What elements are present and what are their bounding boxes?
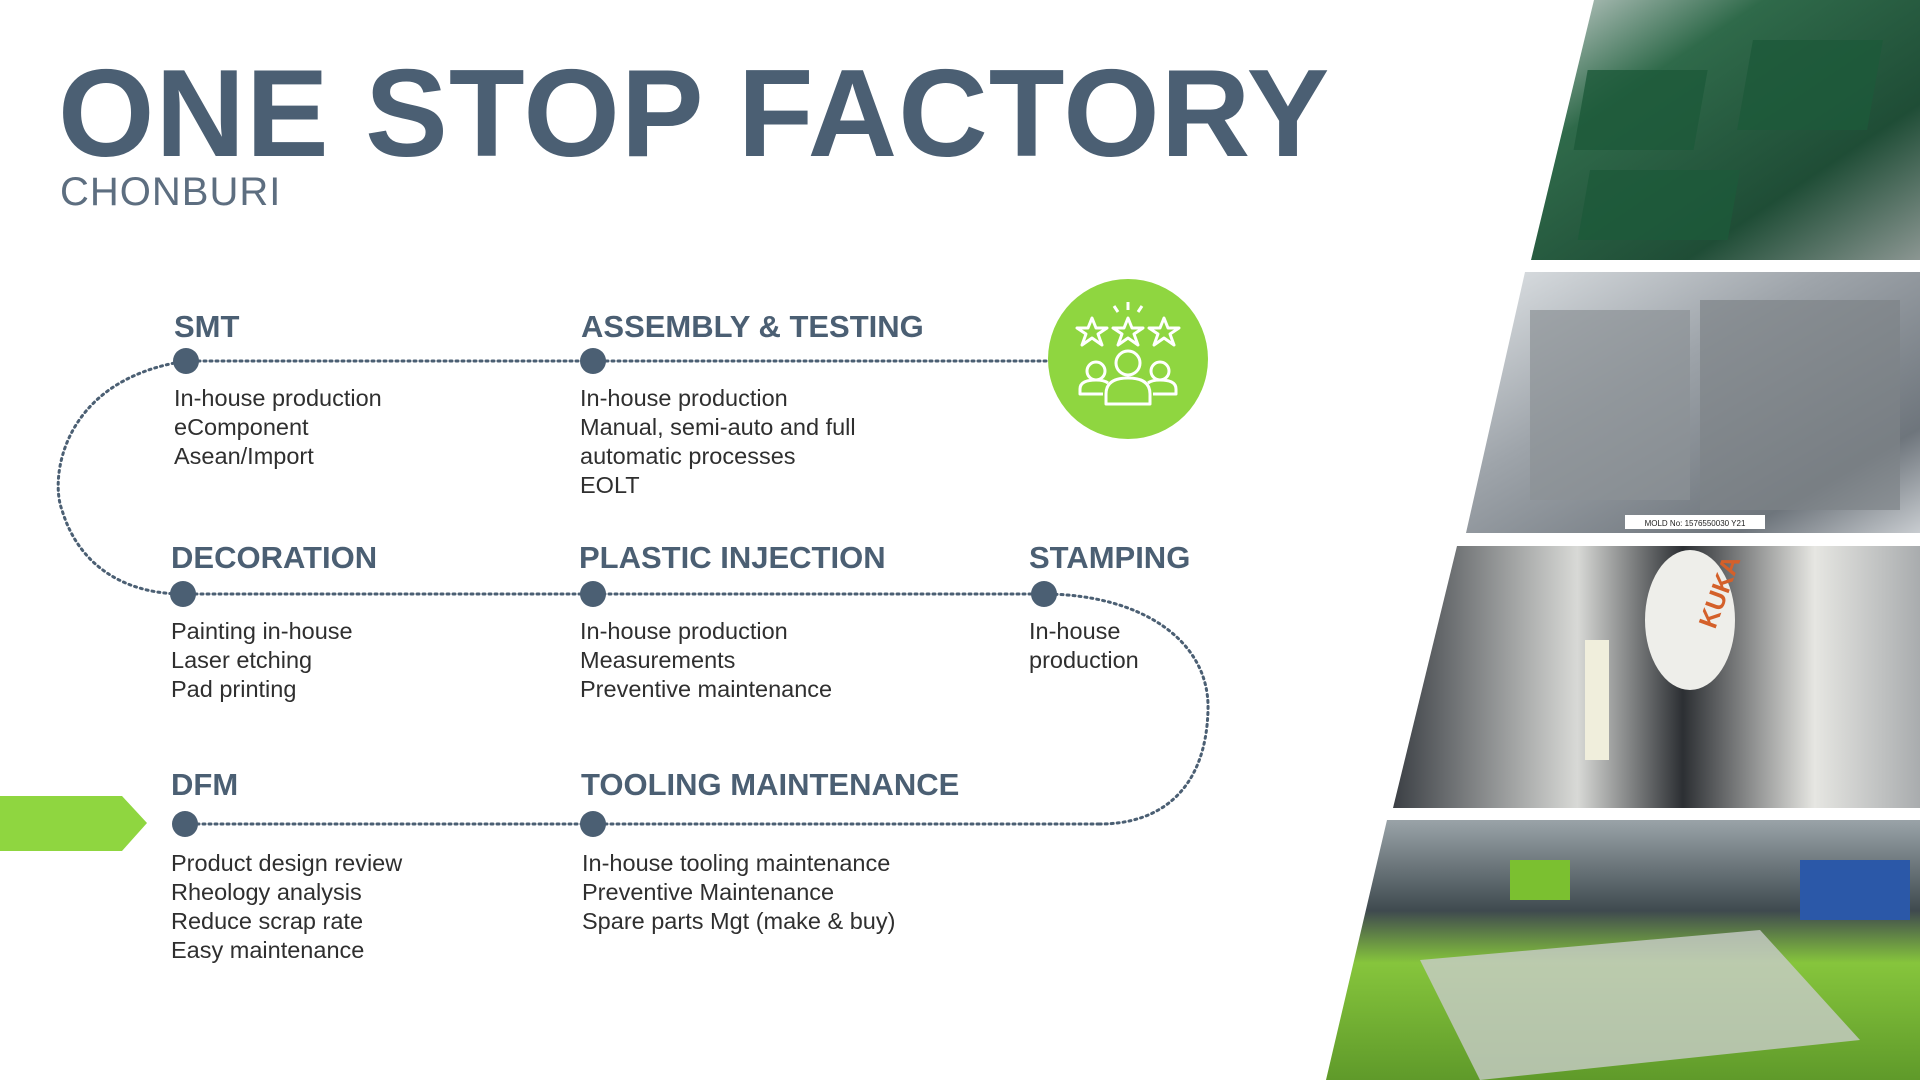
step-title-assembly: ASSEMBLY & TESTING xyxy=(581,309,924,344)
photo-pcb-boards xyxy=(1531,0,1920,260)
photo-injection-mold: MOLD No: 1576550030 Y21 xyxy=(1466,272,1920,533)
step-details-assembly: In-house production Manual, semi-auto an… xyxy=(580,384,856,500)
detail-line: In-house production xyxy=(580,618,788,644)
path-curve-left xyxy=(56,359,188,596)
step-title-decoration: DECORATION xyxy=(171,540,378,575)
detail-line: Pad printing xyxy=(171,676,297,702)
detail-line: Painting in-house xyxy=(171,618,353,644)
step-dot-stamping xyxy=(1031,581,1057,607)
customer-satisfaction-icon xyxy=(1048,279,1208,439)
detail-line: Product design review xyxy=(171,850,403,876)
step-details-plastic-injection: In-house production Measurements Prevent… xyxy=(580,617,832,704)
page-title: ONE STOP FACTORY xyxy=(58,45,1331,183)
detail-line: Easy maintenance xyxy=(171,937,365,963)
step-dot-tooling xyxy=(580,811,606,837)
detail-line: Preventive Maintenance xyxy=(582,879,835,905)
detail-line: automatic processes xyxy=(580,443,796,469)
step-details-dfm: Product design review Rheology analysis … xyxy=(171,849,402,965)
step-details-tooling: In-house tooling maintenance Preventive … xyxy=(582,849,895,936)
detail-line: Preventive maintenance xyxy=(580,676,833,702)
mold-label: MOLD No: 1576550030 Y21 xyxy=(1645,519,1746,528)
step-dot-dfm xyxy=(172,811,198,837)
detail-line: Measurements xyxy=(580,647,736,673)
photo-kuka-robots: KUKA xyxy=(1393,546,1920,808)
detail-line: In-house tooling maintenance xyxy=(582,850,891,876)
step-details-stamping: In-house production xyxy=(1029,617,1139,675)
step-title-stamping: STAMPING xyxy=(1029,540,1191,575)
arrow-right-icon xyxy=(0,796,147,851)
detail-line: Spare parts Mgt (make & buy) xyxy=(582,908,896,934)
detail-line: Rheology analysis xyxy=(171,879,362,905)
step-title-smt: SMT xyxy=(174,309,240,344)
page-subtitle: CHONBURI xyxy=(60,170,282,214)
step-dot-smt xyxy=(173,348,199,374)
step-dot-plastic-injection xyxy=(580,581,606,607)
detail-line: eComponent xyxy=(174,414,309,440)
detail-line: In-house xyxy=(1029,618,1121,644)
detail-line: In-house production xyxy=(580,385,788,411)
detail-line: production xyxy=(1029,647,1139,673)
step-dot-assembly xyxy=(580,348,606,374)
photo-injection-machine xyxy=(1326,820,1920,1080)
step-dot-decoration xyxy=(170,581,196,607)
step-title-plastic-injection: PLASTIC INJECTION xyxy=(579,540,886,575)
detail-line: Laser etching xyxy=(171,647,313,673)
detail-line: Asean/Import xyxy=(174,443,314,469)
detail-line: Manual, semi-auto and full xyxy=(580,414,856,440)
detail-line: In-house production xyxy=(174,385,382,411)
step-details-smt: In-house production eComponent Asean/Imp… xyxy=(174,384,382,471)
step-title-tooling: TOOLING MAINTENANCE xyxy=(581,767,960,802)
step-title-dfm: DFM xyxy=(171,767,239,802)
step-details-decoration: Painting in-house Laser etching Pad prin… xyxy=(171,617,353,704)
detail-line: Reduce scrap rate xyxy=(171,908,364,934)
path-curve-right xyxy=(1041,592,1210,826)
detail-line: EOLT xyxy=(580,472,640,498)
